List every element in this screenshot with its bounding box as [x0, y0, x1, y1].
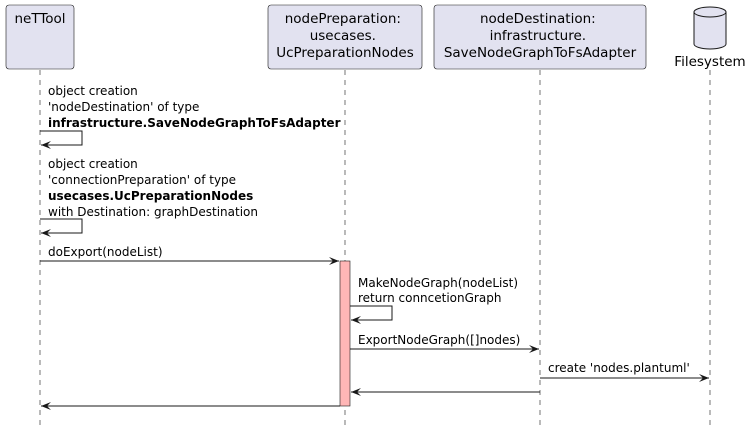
- message-export-node-graph: ExportNodeGraph([]nodes): [350, 333, 539, 353]
- participant-netool-label: neTTool: [14, 11, 65, 27]
- arrowhead: [41, 141, 51, 149]
- message-label: object creation 'connectionPreparation' …: [48, 157, 258, 219]
- participant-filesystem-label: Filesystem: [674, 54, 745, 70]
- message-label: doExport(nodeList): [48, 245, 163, 259]
- database-icon: [693, 6, 727, 50]
- arrowhead: [351, 316, 361, 324]
- message-return-to-preparation: [351, 388, 540, 396]
- participant-node-preparation: nodePreparation: usecases. UcPreparation…: [267, 4, 423, 70]
- arrowhead: [41, 229, 51, 237]
- participant-node-preparation-label: nodePreparation: usecases. UcPreparation…: [276, 11, 414, 61]
- arrowhead: [41, 402, 51, 410]
- participant-filesystem: Filesystem: [674, 6, 746, 70]
- message-label: create 'nodes.plantuml': [548, 361, 690, 375]
- arrowhead: [329, 257, 339, 265]
- message-label: ExportNodeGraph([]nodes): [358, 333, 520, 347]
- activation-bar: [339, 260, 351, 407]
- message-return-to-netool: [41, 402, 340, 410]
- participant-node-destination-label: nodeDestination: infrastructure. SaveNod…: [444, 11, 637, 61]
- arrowhead: [699, 374, 709, 382]
- message-create-file: create 'nodes.plantuml': [540, 361, 709, 382]
- arrowhead: [351, 388, 361, 396]
- message-make-node-graph: MakeNodeGraph(nodeList) return conncetio…: [350, 276, 522, 324]
- participant-node-destination: nodeDestination: infrastructure. SaveNod…: [433, 4, 647, 70]
- arrowhead: [529, 345, 539, 353]
- message-label: MakeNodeGraph(nodeList) return conncetio…: [358, 276, 522, 305]
- participant-netool: neTTool: [5, 4, 75, 70]
- message-object-creation-destination: object creation 'nodeDestination' of typ…: [40, 84, 341, 149]
- message-object-creation-preparation: object creation 'connectionPreparation' …: [40, 157, 258, 237]
- message-label: object creation 'nodeDestination' of typ…: [48, 84, 341, 130]
- message-do-export: doExport(nodeList): [40, 245, 339, 265]
